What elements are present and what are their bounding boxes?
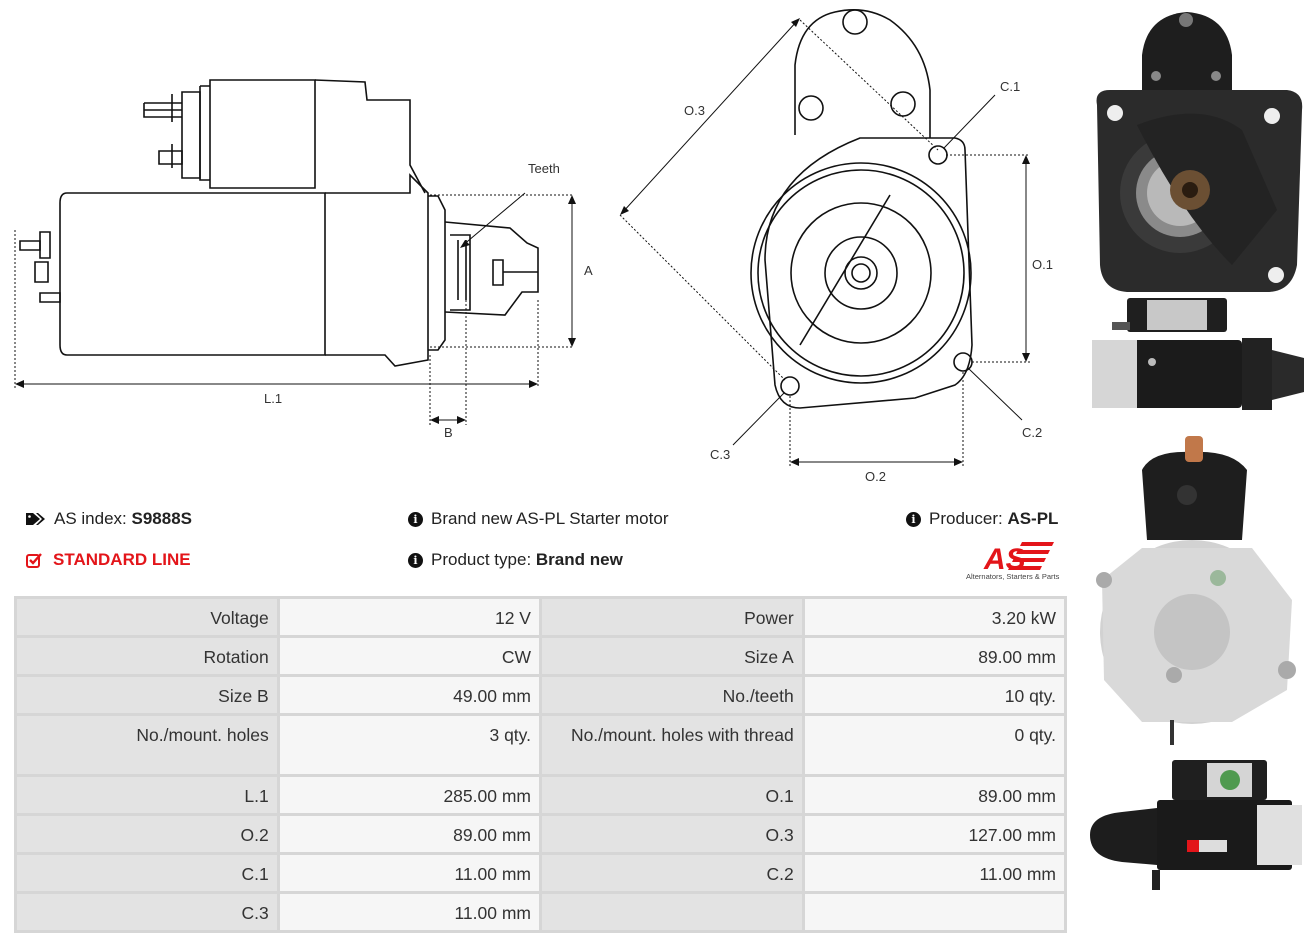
dimension-o2-label: O.2 <box>865 469 886 484</box>
dimension-l1-label: L.1 <box>264 391 282 406</box>
spec-value: 12 V <box>279 599 539 635</box>
spec-key: No./mount. holes <box>17 716 277 774</box>
check-square-icon <box>26 552 42 568</box>
table-row: L.1 285.00 mm O.1 89.00 mm <box>17 777 1064 813</box>
teeth-label: Teeth <box>528 161 560 176</box>
spec-value: 127.00 mm <box>804 816 1064 852</box>
table-row: Voltage 12 V Power 3.20 kW <box>17 599 1064 635</box>
spec-key: C.2 <box>541 855 802 891</box>
spec-key: O.3 <box>541 816 802 852</box>
spec-key: C.1 <box>17 855 277 891</box>
spec-key: L.1 <box>17 777 277 813</box>
dimension-o1-label: O.1 <box>1032 257 1053 272</box>
table-row: O.2 89.00 mm O.3 127.00 mm <box>17 816 1064 852</box>
logo-text: AS <box>983 543 1026 576</box>
producer-value: AS-PL <box>1007 509 1059 528</box>
producer-label: Producer: <box>929 509 1003 528</box>
product-photos <box>1090 12 1304 890</box>
dimension-a-label: A <box>584 263 593 278</box>
standard-line-label: STANDARD LINE <box>53 550 191 569</box>
dimension-b-label: B <box>444 425 453 440</box>
spec-value: 0 qty. <box>804 716 1064 774</box>
table-row: Rotation CW Size A 89.00 mm <box>17 638 1064 674</box>
table-row: Size B 49.00 mm No./teeth 10 qty. <box>17 677 1064 713</box>
spec-value: 89.00 mm <box>804 638 1064 674</box>
table-row: C.1 11.00 mm C.2 11.00 mm <box>17 855 1064 891</box>
spec-value: 3.20 kW <box>804 599 1064 635</box>
spec-key: O.2 <box>17 816 277 852</box>
spec-key: No./mount. holes with thread <box>541 716 802 774</box>
as-index-value: S9888S <box>131 509 193 528</box>
info-icon: i <box>408 552 423 568</box>
spec-value: 11.00 mm <box>279 855 539 891</box>
dimension-c1-label: C.1 <box>1000 79 1020 94</box>
logo-tagline: Alternators, Starters & Parts <box>966 572 1060 581</box>
spec-value: CW <box>279 638 539 674</box>
product-type-row: i Product type: Brand new <box>408 550 623 570</box>
product-description: Brand new AS-PL Starter motor <box>431 509 669 528</box>
photo-side-view-top <box>1092 298 1304 410</box>
spec-value: 285.00 mm <box>279 777 539 813</box>
producer-row: i Producer: AS-PL <box>906 509 1058 529</box>
table-row: C.3 11.00 mm <box>17 894 1064 930</box>
spec-key <box>541 894 802 930</box>
spec-table: Voltage 12 V Power 3.20 kW Rotation CW S… <box>14 596 1067 933</box>
spec-value: 11.00 mm <box>279 894 539 930</box>
spec-value: 89.00 mm <box>279 816 539 852</box>
dimension-c2-label: C.2 <box>1022 425 1042 440</box>
starter-front-view <box>750 9 973 409</box>
dimension-o3-label: O.3 <box>684 103 705 118</box>
product-type-label: Product type: <box>431 550 532 569</box>
spec-key: Power <box>541 599 802 635</box>
spec-value <box>804 894 1064 930</box>
description-row: i Brand new AS-PL Starter motor <box>408 509 668 529</box>
dimension-c3-label: C.3 <box>710 447 730 462</box>
spec-value: 11.00 mm <box>804 855 1064 891</box>
as-pl-logo: AS <box>983 542 1054 576</box>
photo-flange-view <box>1096 12 1303 292</box>
spec-key: Size B <box>17 677 277 713</box>
spec-key: Size A <box>541 638 802 674</box>
spec-value: 3 qty. <box>279 716 539 774</box>
tags-icon <box>26 513 45 525</box>
spec-key: Voltage <box>17 599 277 635</box>
spec-value: 10 qty. <box>804 677 1064 713</box>
spec-key: Rotation <box>17 638 277 674</box>
technical-drawing: Teeth A B L.1 O.3 C.1 O.1 C.2 C.3 O.2 <box>14 9 1053 484</box>
spec-key: O.1 <box>541 777 802 813</box>
photo-rear-view <box>1096 436 1296 745</box>
photo-side-view-bottom <box>1090 760 1302 890</box>
table-row: No./mount. holes 3 qty. No./mount. holes… <box>17 716 1064 774</box>
info-icon: i <box>906 511 921 527</box>
as-index-row: AS index: S9888S <box>26 509 192 529</box>
spec-value: 89.00 mm <box>804 777 1064 813</box>
product-type-value: Brand new <box>535 550 623 569</box>
standard-line-row: STANDARD LINE <box>26 550 191 570</box>
spec-key: No./teeth <box>541 677 802 713</box>
starter-side-view <box>19 79 539 367</box>
spec-key: C.3 <box>17 894 277 930</box>
as-index-label: AS index: <box>54 509 127 528</box>
info-icon: i <box>408 511 423 527</box>
spec-value: 49.00 mm <box>279 677 539 713</box>
